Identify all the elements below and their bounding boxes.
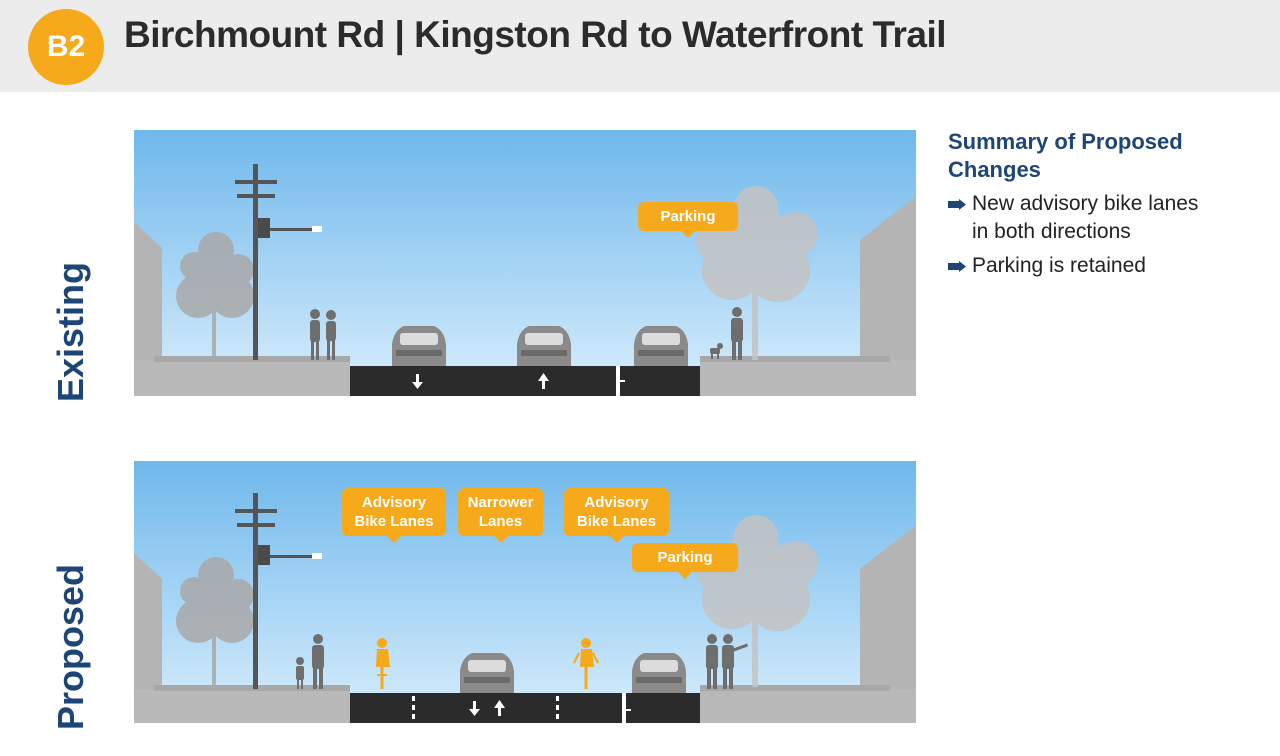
callout-line: Bike Lanes [576,513,657,530]
up-arrow-icon [494,700,505,716]
sidewalk-left [134,360,350,396]
parking-callout: Parking [632,543,738,579]
proposed-cross-section: Advisory Bike Lanes Narrower Lanes Advis… [134,461,916,723]
car-icon [392,326,446,366]
callout-line: Advisory [584,494,649,511]
arrow-bullet-icon [948,261,966,272]
narrower-lanes-callout: Narrower Lanes [458,488,543,543]
callout-line: Bike Lanes [354,513,434,530]
advisory-bike-lanes-callout-right: Advisory Bike Lanes [564,488,669,543]
summary-title-line: Changes [948,157,1041,182]
summary-item-text: Parking is retained [972,254,1146,277]
sidewalk-left [134,689,350,723]
house-left [134,222,162,362]
header-bar: B2 Birchmount Rd | Kingston Rd to Waterf… [0,0,1280,92]
down-arrow-icon [469,701,480,716]
existing-label: Existing [50,261,91,402]
parking-callout: Parking [638,202,738,238]
tree-icon [176,557,254,687]
house-right [860,525,916,689]
callout-line: Narrower [467,494,534,511]
cyclist-icon [376,638,390,689]
pole-icon [235,493,322,689]
car-icon [517,326,571,366]
advisory-lane-line-right [556,696,559,719]
parking-divider [616,366,620,396]
advisory-lane-line-left [412,696,415,719]
summary-list: New advisory bike lanes in both directio… [948,190,1268,280]
roadway [350,366,700,396]
summary-panel: Summary of Proposed Changes New advisory… [948,128,1268,286]
callout-line: Advisory [361,494,427,511]
pedestrian-icon [296,634,324,689]
up-arrow-icon [538,373,549,389]
cyclist-icon [573,638,599,689]
tree-icon [696,186,818,360]
pole-icon [235,164,322,360]
sidewalk-right [700,360,916,396]
pedestrian-icon [731,307,743,360]
car-icon [460,653,514,693]
car-icon [632,653,686,693]
car-icon [634,326,688,366]
advisory-bike-lanes-callout-left: Advisory Bike Lanes [342,488,446,543]
roadway [350,693,700,723]
dog-icon [710,343,723,359]
page-title: Birchmount Rd | Kingston Rd to Waterfron… [124,14,947,55]
summary-item-text: in both directions [972,220,1131,243]
house-left [134,553,162,689]
pedestrian-icon [310,309,336,360]
parking-divider [622,693,626,723]
section-badge: B2 [28,9,104,85]
down-arrow-icon [412,374,423,389]
list-item: Parking is retained [948,252,1268,280]
sidewalk-right [700,689,916,723]
summary-item-text: New advisory bike lanes [972,192,1199,215]
list-item: New advisory bike lanes in both directio… [948,190,1268,246]
tree-icon [176,232,254,360]
house-right [860,196,916,362]
existing-cross-section: Parking [134,130,916,396]
arrow-bullet-icon [948,199,966,210]
callout-line: Lanes [478,513,523,530]
summary-title: Summary of Proposed Changes [948,128,1268,184]
pedestrian-icon [706,634,749,689]
proposed-label: Proposed [50,563,91,730]
summary-title-line: Summary of Proposed [948,129,1183,154]
